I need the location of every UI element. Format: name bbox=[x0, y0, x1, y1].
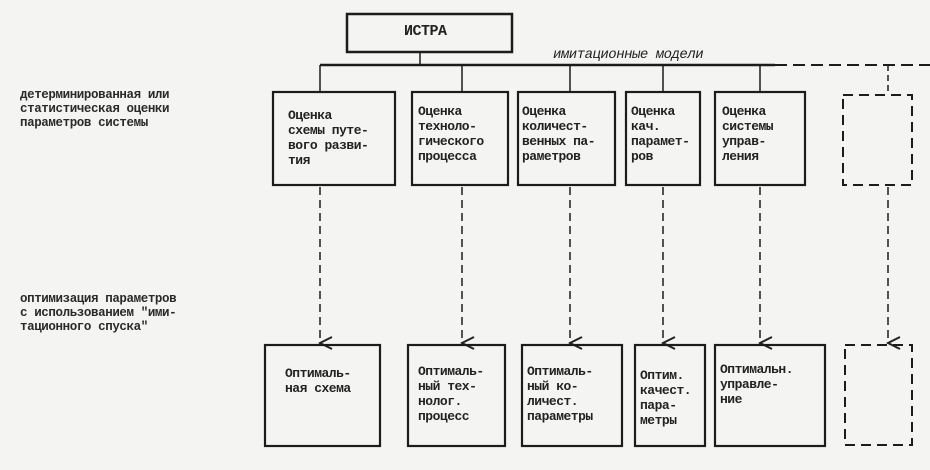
bottom-box bbox=[406, 343, 507, 448]
bottom-box bbox=[263, 343, 382, 448]
top-box bbox=[271, 90, 397, 187]
row-label-estimation: детерминированная или статистическая оце… bbox=[20, 88, 170, 130]
bottom-box-placeholder bbox=[844, 344, 913, 446]
bottom-box-label: Оптималь- ный ко- личест. параметры bbox=[527, 364, 593, 424]
bottom-box bbox=[520, 343, 624, 448]
row-label-optimization: оптимизация параметров с использованием … bbox=[20, 292, 177, 334]
top-box-label: Оценка кач. парамет- ров bbox=[631, 104, 690, 164]
top-box bbox=[410, 90, 510, 187]
top-box bbox=[713, 90, 807, 187]
bottom-box-label: Оптим. качест. пара- метры bbox=[640, 368, 692, 428]
root-label: ИСТРА bbox=[404, 23, 447, 40]
bottom-box-label: Оптималь- ный тех- нолог. процесс bbox=[418, 364, 484, 424]
bottom-box-label: Оптимальн. управле- ние bbox=[720, 362, 794, 407]
top-box bbox=[516, 90, 617, 187]
bus-label: имитационные модели bbox=[553, 47, 704, 63]
top-box-label: Оценка количест- венных па- раметров bbox=[522, 104, 596, 164]
top-box-label: Оценка техноло- гического процесса bbox=[418, 104, 484, 164]
top-box-label: Оценка схемы путе- вого разви- тия bbox=[288, 108, 369, 168]
top-box-placeholder bbox=[842, 94, 913, 186]
bottom-box-label: Оптималь- ная схема bbox=[285, 366, 351, 396]
root-box bbox=[345, 12, 514, 54]
top-box-label: Оценка системы управ- ления bbox=[722, 104, 774, 164]
top-box bbox=[624, 90, 702, 187]
bottom-box bbox=[713, 343, 827, 448]
bottom-box bbox=[633, 343, 707, 448]
